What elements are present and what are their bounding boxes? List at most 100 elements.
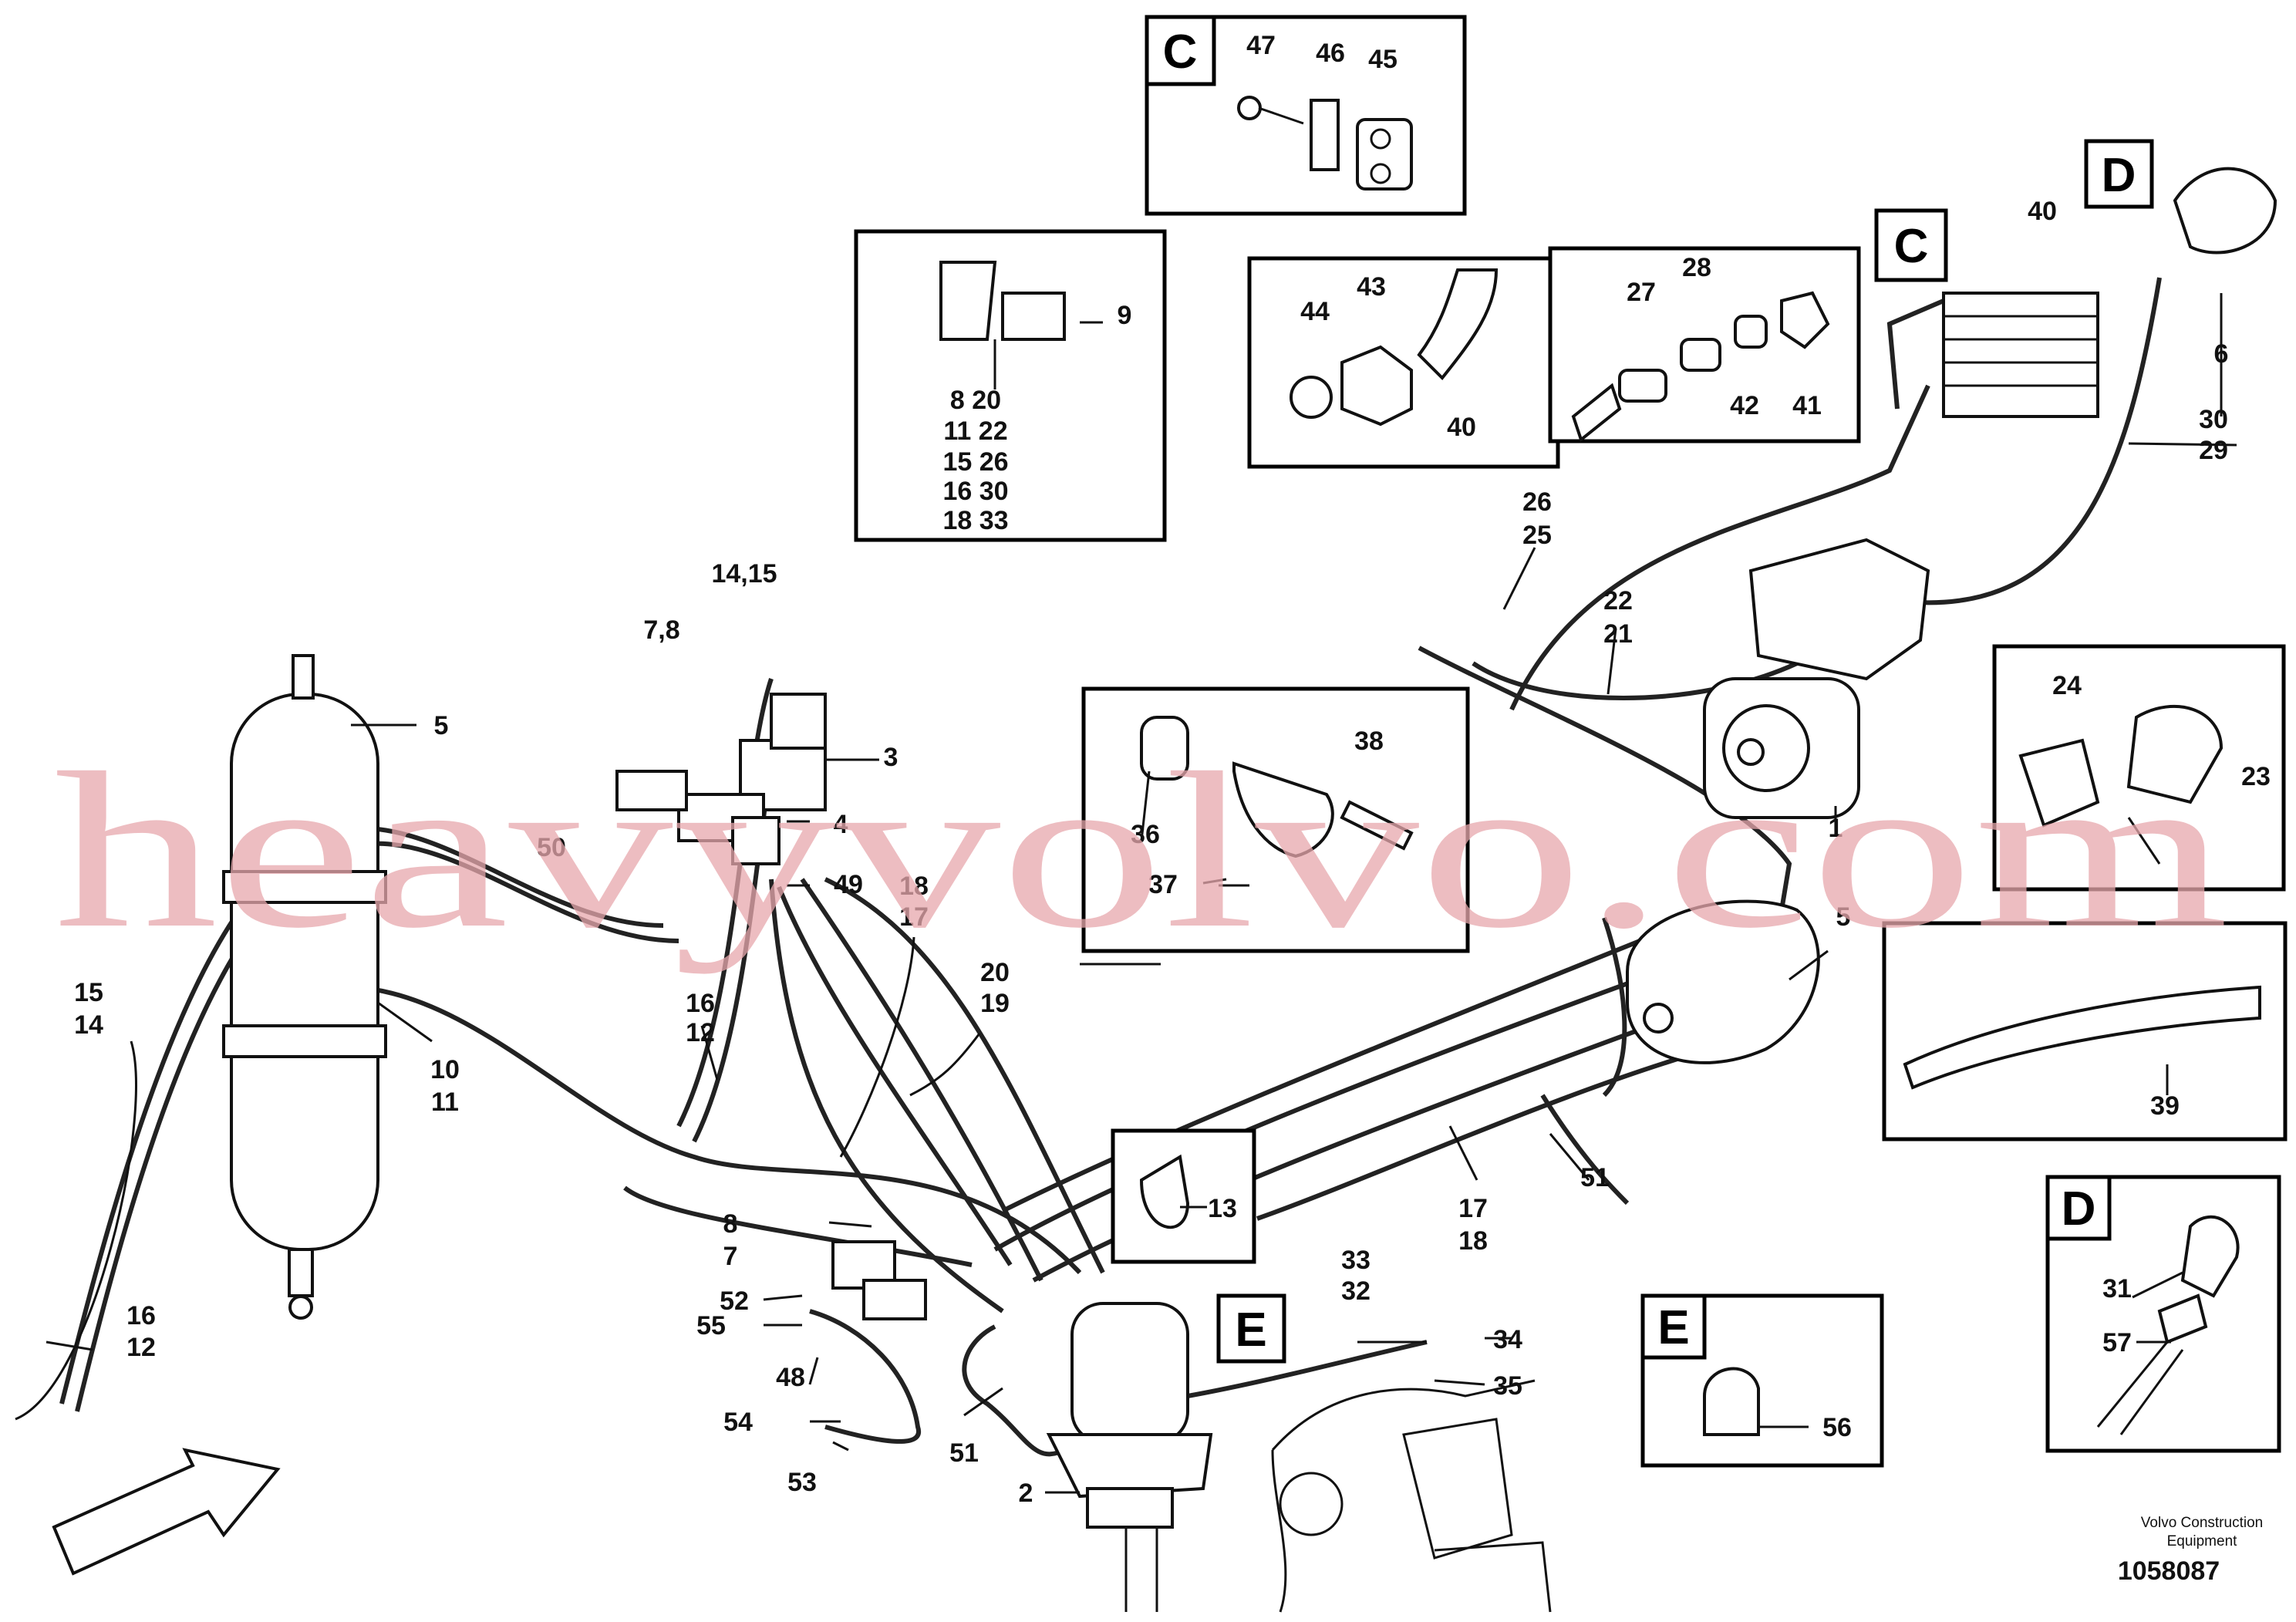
label-49: 49 <box>834 870 863 899</box>
detail-box-c-top: C <box>1145 15 1467 216</box>
label-22: 22 <box>1603 586 1633 615</box>
label-47: 47 <box>1246 31 1276 60</box>
direction-arrow <box>52 1448 281 1576</box>
label-27: 27 <box>1627 278 1656 307</box>
label-8: 8 <box>723 1209 738 1239</box>
label-20: 20 <box>980 958 1010 987</box>
detail-box-36-38 <box>1081 686 1470 953</box>
label-36: 36 <box>1131 820 1160 849</box>
label-26: 26 <box>1522 487 1552 517</box>
label-7: 7 <box>723 1242 738 1271</box>
detail-letter-d1: D <box>2102 149 2136 202</box>
air-dryer <box>1046 1302 1213 1612</box>
label-35: 35 <box>1493 1371 1522 1401</box>
label-37: 37 <box>1148 870 1178 899</box>
detail-letter-e1: E <box>1235 1303 1266 1357</box>
detail-box-39 <box>1882 921 2288 1141</box>
label-4: 4 <box>834 810 848 839</box>
label-30: 30 <box>2199 405 2228 434</box>
label-18a: 18 <box>899 872 929 901</box>
drain-valve-55 <box>831 1240 927 1320</box>
label-51b: 51 <box>949 1438 979 1468</box>
label-13: 13 <box>1208 1194 1237 1223</box>
part-labels: 47 46 45 9 8 20 11 22 15 26 16 30 18 33 … <box>74 31 2271 1508</box>
label-16b: 16 <box>126 1301 156 1330</box>
label-28: 28 <box>1682 253 1711 282</box>
label-32: 32 <box>1341 1276 1371 1306</box>
detail-letter-c1: C <box>1163 25 1198 79</box>
label-9: 9 <box>1118 301 1132 330</box>
label-44: 44 <box>1300 297 1330 326</box>
callout-c-right: C <box>1874 208 1948 282</box>
label-52: 52 <box>720 1286 749 1316</box>
label-48: 48 <box>776 1363 805 1392</box>
label-6: 6 <box>2214 339 2229 369</box>
label-5b: 5 <box>1836 902 1851 932</box>
detail-box-23 <box>1992 644 2286 892</box>
label-23: 23 <box>2241 762 2271 791</box>
label-40b: 40 <box>2028 197 2057 226</box>
footer-company: Volvo Construction <box>2141 1515 2263 1531</box>
callout-d-top: D <box>2084 139 2277 255</box>
label-25: 25 <box>1522 521 1552 550</box>
drawing-number: 1058087 <box>2118 1556 2220 1586</box>
front-axle-housing <box>1271 1379 1552 1613</box>
label-31: 31 <box>2102 1274 2132 1303</box>
footer-company2: Equipment <box>2167 1533 2238 1549</box>
label-54: 54 <box>723 1408 753 1437</box>
label-39: 39 <box>2150 1091 2180 1121</box>
label-17a: 17 <box>899 902 929 932</box>
label-34: 34 <box>1493 1325 1522 1354</box>
detail-box-e-lower: E <box>1640 1293 1884 1468</box>
label-42: 42 <box>1730 391 1759 420</box>
watermark-text: heavyvolvo.com <box>54 727 2229 974</box>
label-12a: 12 <box>686 1018 715 1047</box>
detail-letter-c2: C <box>1894 220 1929 273</box>
label-1: 1 <box>1829 814 1843 843</box>
label-15: 15 <box>74 978 103 1007</box>
valve-block <box>615 693 827 865</box>
label-45: 45 <box>1368 45 1397 74</box>
label-18-33: 18 33 <box>942 506 1008 535</box>
label-53: 53 <box>787 1468 817 1497</box>
label-11-22: 11 22 <box>943 416 1007 446</box>
label-16a: 16 <box>686 989 715 1018</box>
callout-e-main: E <box>1216 1293 1286 1364</box>
label-2: 2 <box>1019 1479 1033 1508</box>
label-40a: 40 <box>1447 413 1476 442</box>
cooling-coil <box>1942 292 2099 418</box>
detail-letter-e2: E <box>1657 1301 1689 1354</box>
label-46: 46 <box>1316 39 1345 68</box>
label-24: 24 <box>2052 671 2082 700</box>
detail-box-13 <box>1111 1128 1256 1264</box>
label-19: 19 <box>980 989 1010 1018</box>
label-51a: 51 <box>1580 1163 1610 1192</box>
label-43: 43 <box>1357 272 1386 302</box>
label-14: 14 <box>74 1010 103 1040</box>
leader-lines <box>15 293 2237 1494</box>
label-12b: 12 <box>126 1333 156 1362</box>
label-7-8: 7,8 <box>643 615 679 645</box>
label-14-15: 14,15 <box>711 559 777 588</box>
label-10: 10 <box>430 1055 460 1084</box>
label-33: 33 <box>1341 1246 1371 1275</box>
label-41: 41 <box>1792 391 1822 420</box>
compressor <box>1703 538 1930 819</box>
label-17b: 17 <box>1458 1194 1488 1223</box>
left-air-tank <box>222 654 387 1320</box>
detail-letter-d2: D <box>2062 1182 2096 1236</box>
label-16-30: 16 30 <box>942 477 1008 506</box>
label-57: 57 <box>2102 1328 2132 1357</box>
detail-box-d-lower: D <box>2045 1175 2281 1453</box>
label-3: 3 <box>884 743 899 772</box>
detail-box-fittings-28 <box>1548 246 1861 443</box>
label-15-26: 15 26 <box>942 447 1008 477</box>
label-55: 55 <box>696 1311 726 1340</box>
label-5a: 5 <box>434 711 449 740</box>
right-air-tank <box>1626 899 1820 1064</box>
label-11: 11 <box>431 1088 459 1117</box>
footer: Volvo Construction Equipment 1058087 <box>2118 1515 2263 1586</box>
label-18b: 18 <box>1458 1226 1488 1256</box>
label-38: 38 <box>1354 727 1384 756</box>
